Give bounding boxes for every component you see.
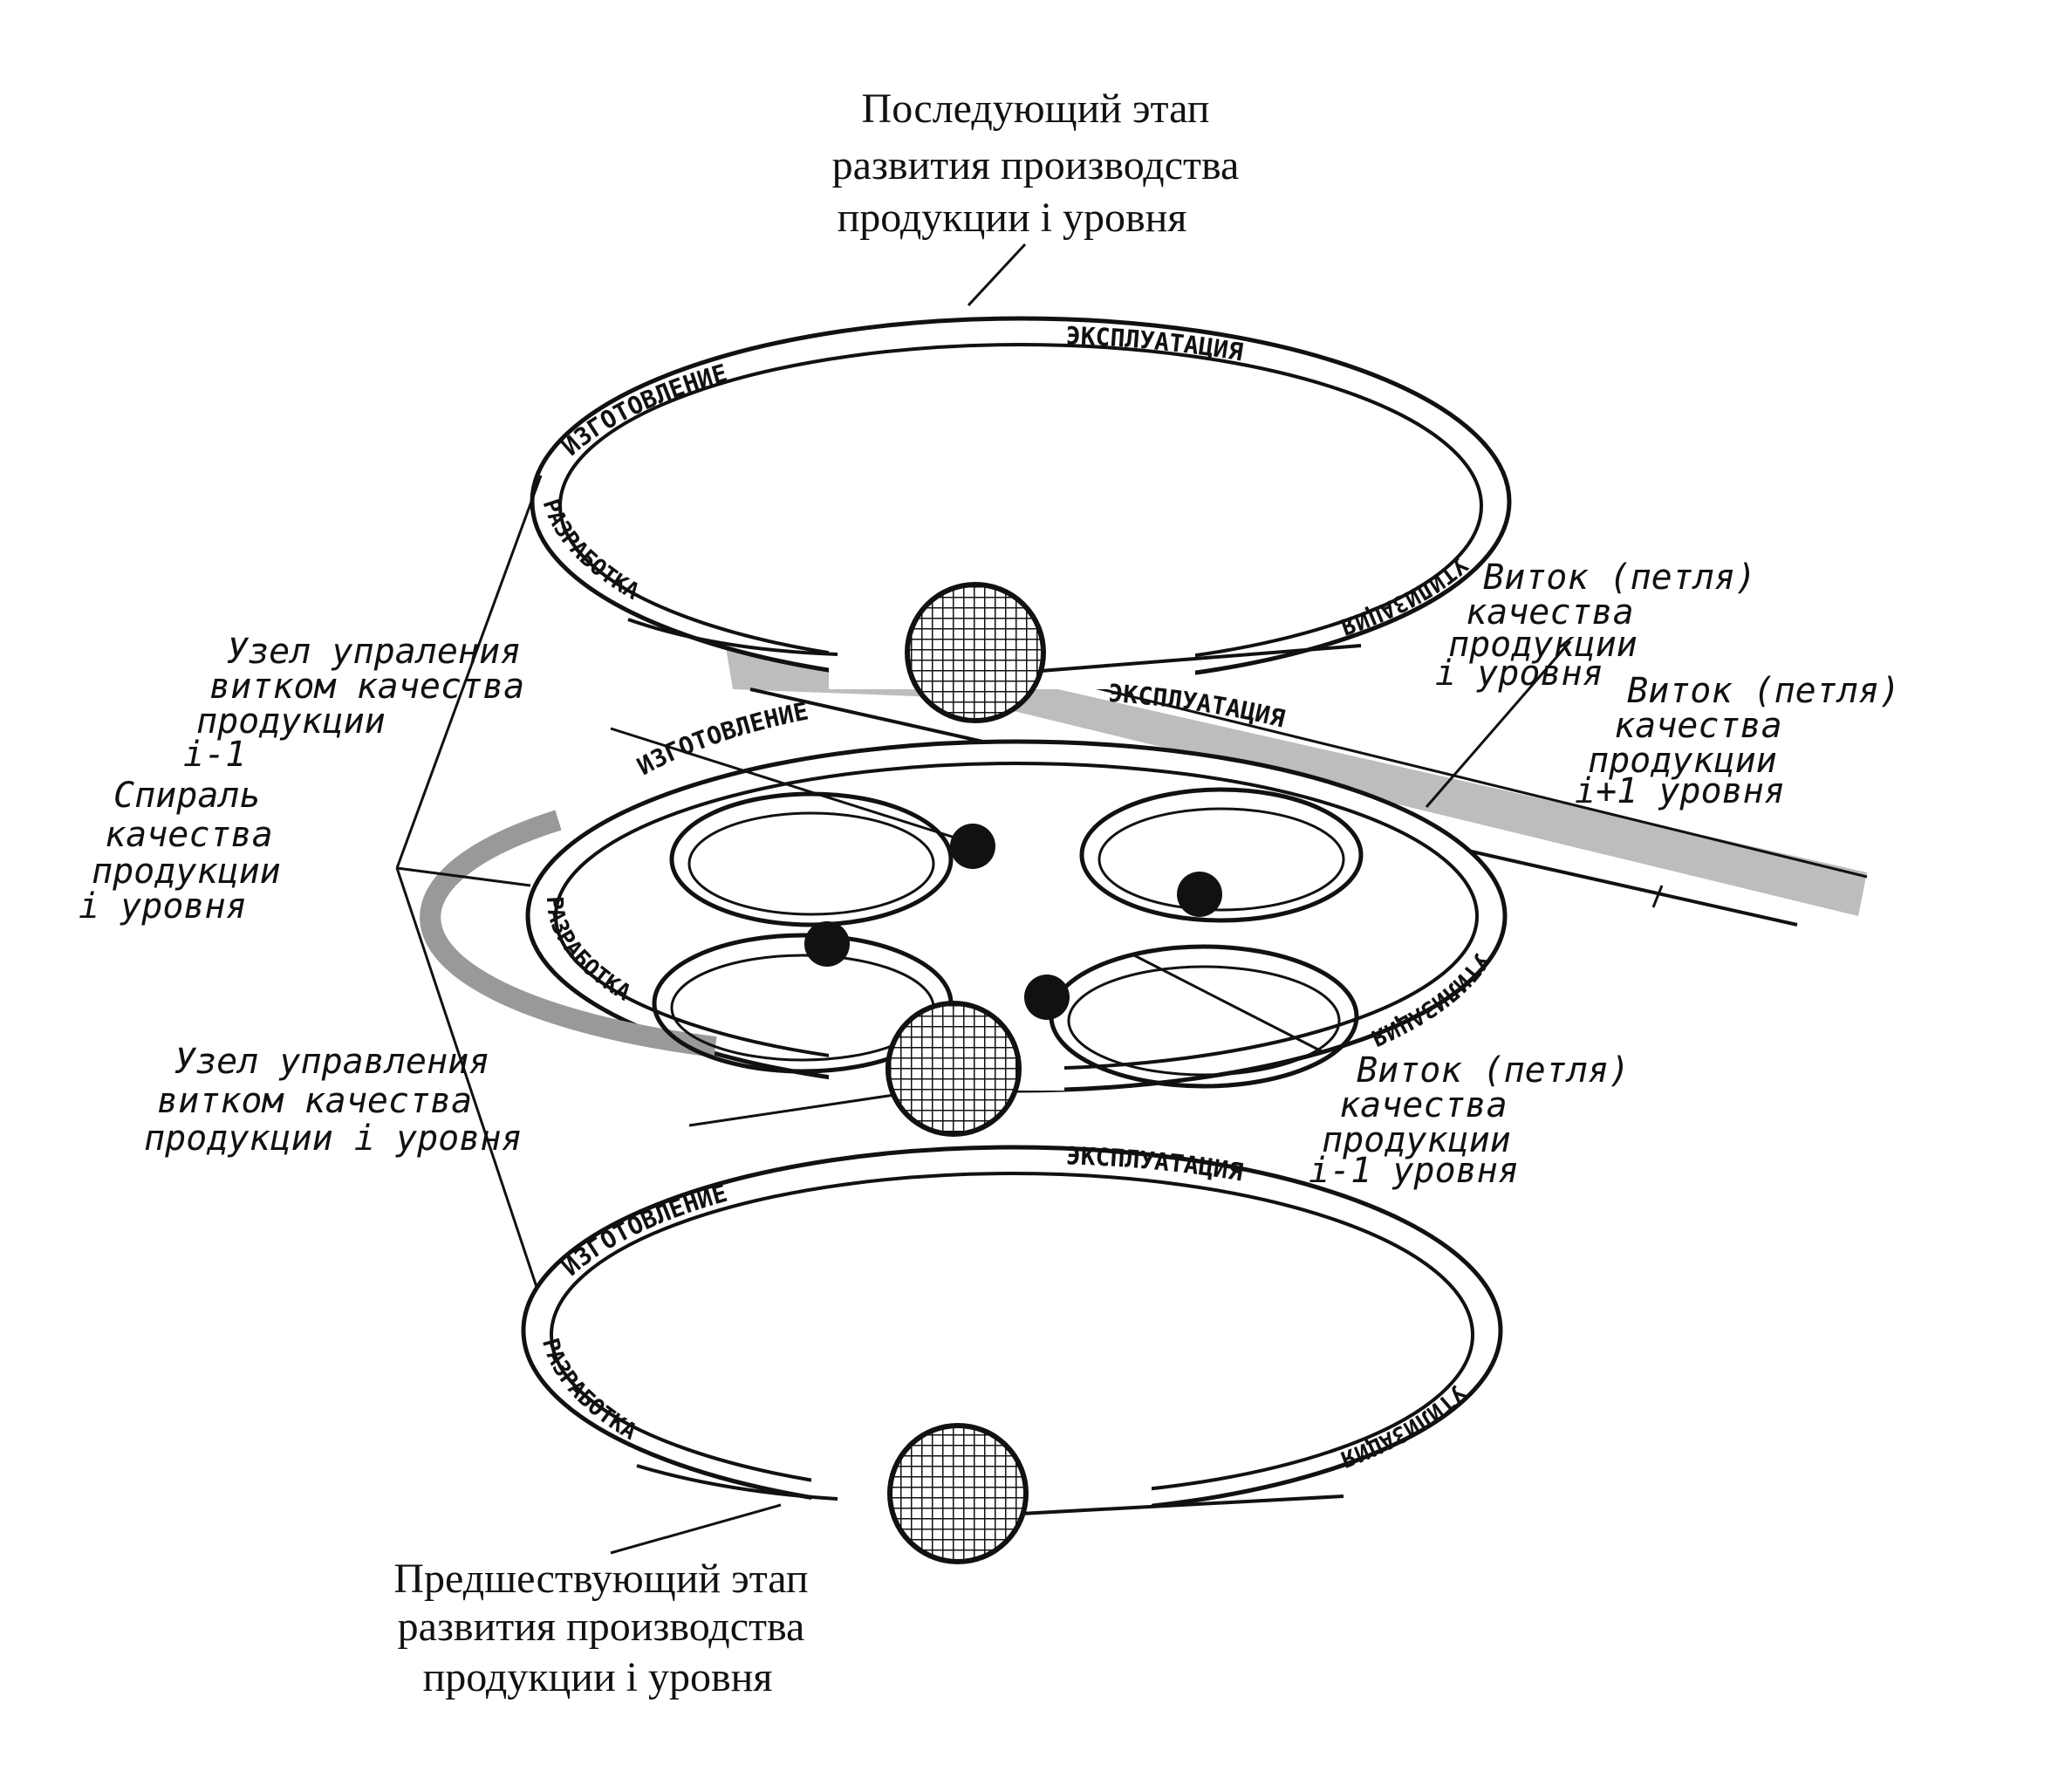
loop-i-label: Виток (петля) качества продукции i уровн… [1435, 557, 1777, 694]
upper-ring: ИЗГОТОВЛЕНИЕ ЭКСПЛУАТАЦИЯ РАЗРАБОТКА УТИ… [530, 316, 1512, 723]
lower-ring: ИЗГОТОВЛЕНИЕ ЭКСПЛУАТАЦИЯ РАЗРАБОТКА УТИ… [521, 1141, 1503, 1564]
node-mid-label: Узел управления витком качества продукци… [144, 1042, 522, 1159]
upper-node-globe [905, 582, 1046, 723]
loop-i-plus-label: Виток (петля) качества продукции i+1 уро… [1575, 671, 1921, 811]
bottom-stage-label: Предшествующий этап развития производств… [393, 1556, 818, 1700]
loop-dot-1 [950, 824, 995, 869]
middle-ring: ИЗГОТОВЛЕНИЕ ЭКСПЛУАТАЦИЯ РАЗРАБОТКА УТИ… [420, 679, 1508, 1137]
loop-dot-4 [1024, 975, 1070, 1020]
spiral-label: Спираль качества продукции i уровня [79, 776, 302, 927]
inner-loop-top-right [1079, 787, 1364, 923]
loop-i-minus-label: Виток (петля) качества продукции i-1 уро… [1309, 1050, 1651, 1191]
loop-dot-2 [1177, 872, 1222, 917]
node-top-label: Узел упраления витком качества продукции… [183, 632, 545, 775]
lower-node-globe [887, 1423, 1029, 1564]
middle-node-globe [885, 1001, 1022, 1137]
loop-dot-3 [804, 921, 850, 967]
top-stage-label: Последующий этап развития производства п… [832, 85, 1250, 241]
inner-loop-top-left [669, 791, 954, 927]
leader-lines [395, 243, 1664, 1555]
